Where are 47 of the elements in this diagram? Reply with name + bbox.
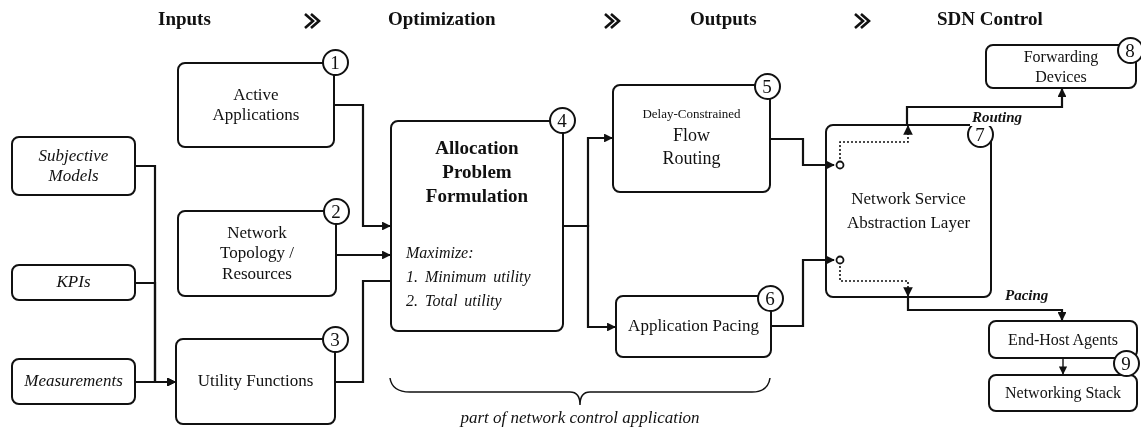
box-label: Network Topology / Resources [219, 222, 295, 285]
box-title: Allocation Problem Formulation [424, 136, 530, 208]
box-label: KPIs [56, 272, 91, 293]
objective-item: 1. Minimum utility [406, 267, 531, 288]
callout-number: 1 [321, 48, 349, 76]
connector-arrow [772, 255, 835, 328]
box-label: Networking Stack [1005, 383, 1121, 403]
brace-caption: part of network control application [458, 408, 701, 428]
stage-heading: SDN Control [937, 8, 1043, 30]
box-label: Network Service Abstraction Layer [845, 188, 972, 234]
process-box [11, 264, 136, 301]
connector-arrow [337, 250, 391, 260]
process-box [985, 44, 1137, 89]
box-label: End-Host Agents [1008, 329, 1118, 350]
box-label: Utility Functions [197, 371, 314, 392]
process-box [988, 320, 1138, 359]
box-label: Forwarding Devices [1022, 47, 1100, 86]
stage-heading: Outputs [690, 8, 757, 30]
process-box [11, 136, 136, 196]
connector-arrow [906, 298, 1067, 321]
box-label: Application Pacing [628, 316, 759, 337]
box-label: Active Applications [211, 84, 301, 126]
box-subtitle: Delay-Constrained [642, 106, 741, 122]
connector-arrow [771, 137, 835, 170]
callout-number: 3 [321, 325, 349, 353]
edge-label: Routing [970, 109, 1025, 126]
stage-heading: Inputs [158, 8, 211, 30]
process-box [11, 358, 136, 405]
process-box [988, 374, 1138, 412]
connector-arrow [335, 103, 391, 231]
callout-number: 8 [1116, 36, 1141, 64]
connector-arrow [905, 88, 1067, 124]
connector-arrow [1058, 358, 1068, 375]
box-label: Measurements [24, 371, 123, 392]
connector-arrow [136, 377, 176, 387]
layer-box [825, 124, 992, 298]
callout-number: 2 [322, 197, 350, 225]
stage-heading: Optimization [388, 8, 496, 30]
box-label: Flow Routing [661, 123, 722, 171]
callout-number: 6 [756, 284, 784, 312]
objective-item: 2. Total utility [406, 291, 502, 312]
box-label: Subjective Models [37, 145, 110, 187]
connector-arrow [564, 224, 616, 332]
callout-number: 5 [753, 72, 781, 100]
edge-label: Pacing [1003, 287, 1051, 304]
callout-number: 4 [548, 106, 576, 134]
objective-heading: Maximize: [406, 243, 474, 264]
